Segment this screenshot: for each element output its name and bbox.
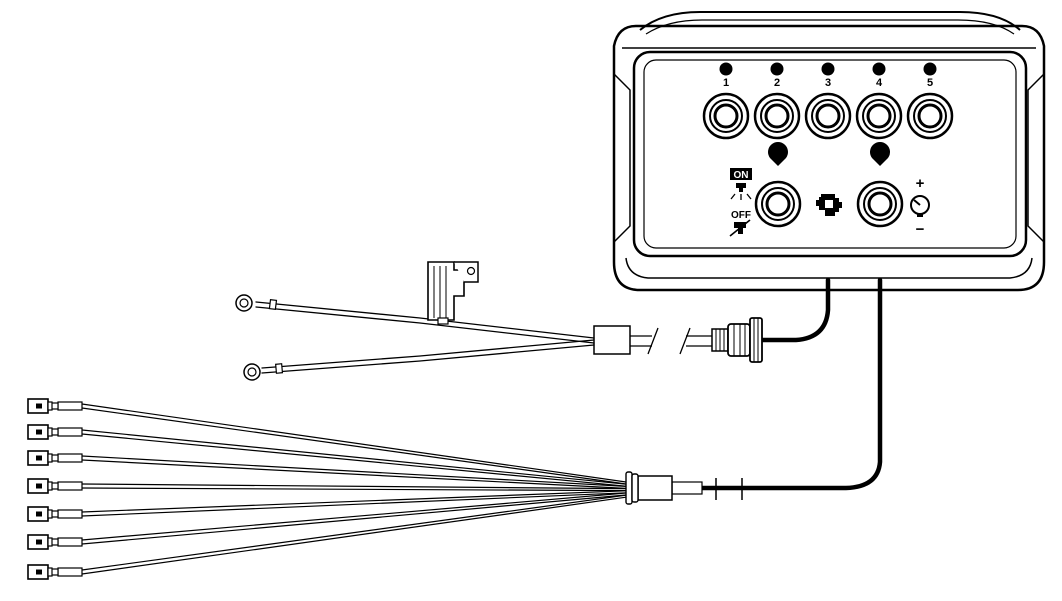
output-cable-break (715, 478, 743, 500)
button-number-label: 1 (723, 77, 729, 89)
dimmer-knob-icon (910, 195, 930, 217)
spade-wire-3 (27, 450, 627, 489)
top-button-row: 1 2 3 4 5 (702, 62, 954, 140)
plus-label: + (916, 175, 925, 192)
button-5[interactable]: 5 (906, 62, 954, 140)
left-bumper (613, 73, 631, 243)
spade-wire-1 (27, 398, 627, 485)
output-grommet (625, 471, 639, 505)
led-dot-icon (923, 62, 937, 76)
output-cable-from-box (699, 277, 883, 491)
right-bumper (1027, 73, 1045, 243)
on-badge (730, 168, 752, 180)
on-label: ON (734, 170, 749, 181)
minus-label: − (916, 221, 925, 238)
spade-wire-2 (27, 424, 627, 487)
button-1[interactable]: 1 (702, 62, 750, 140)
work-light-off-icon (729, 219, 751, 237)
button-2[interactable]: 2 (753, 62, 801, 140)
spade-terminal-icon (27, 564, 53, 580)
spade-terminal-icon (27, 424, 53, 440)
spade-terminal-icon (27, 478, 53, 494)
button-number-label: 3 (825, 77, 831, 89)
led-dot-icon (821, 62, 835, 76)
ring-terminal-bottom (243, 363, 261, 381)
spade-terminal-icon (27, 450, 53, 466)
off-label: OFF (731, 210, 751, 221)
dimmer-switch-button[interactable] (856, 180, 904, 228)
control-box: 1 2 3 4 5 ON (612, 11, 1046, 292)
power-harness (235, 261, 763, 381)
work-light-on-icon (730, 183, 752, 200)
button-number-label: 2 (774, 77, 780, 89)
brightness-legend: + − (910, 175, 930, 238)
led-dot-icon (872, 62, 886, 76)
led-dot-icon (719, 62, 733, 76)
spade-terminal-icon (27, 398, 53, 414)
power-switch-button[interactable] (754, 180, 802, 228)
control-box-top-rim (639, 11, 1021, 31)
power-split-sleeve (593, 325, 631, 355)
button-number-label: 4 (876, 77, 883, 89)
button-4[interactable]: 4 (855, 62, 903, 140)
spade-terminal-icon (27, 534, 53, 550)
button-number-label: 5 (927, 77, 933, 89)
spade-terminal-icon (27, 506, 53, 522)
button-3[interactable]: 3 (804, 62, 852, 140)
fuse-holder (427, 261, 479, 325)
output-harness (27, 398, 743, 580)
on-off-legend: ON OFF (729, 168, 752, 237)
ring-terminal-top (235, 294, 253, 312)
spade-wire-4 (27, 478, 627, 494)
power-indicator-icon (768, 141, 789, 166)
spade-wire-5 (27, 490, 627, 522)
power-connector-plug (711, 317, 763, 363)
spade-wire-7 (27, 494, 627, 580)
engine-icon (816, 194, 842, 216)
power-cable-from-box (759, 277, 831, 343)
output-sleeve (637, 475, 673, 501)
led-dot-icon (770, 62, 784, 76)
spade-wire-6 (27, 492, 627, 550)
dimmer-indicator-icon (870, 141, 891, 166)
power-cable-break (647, 327, 691, 355)
